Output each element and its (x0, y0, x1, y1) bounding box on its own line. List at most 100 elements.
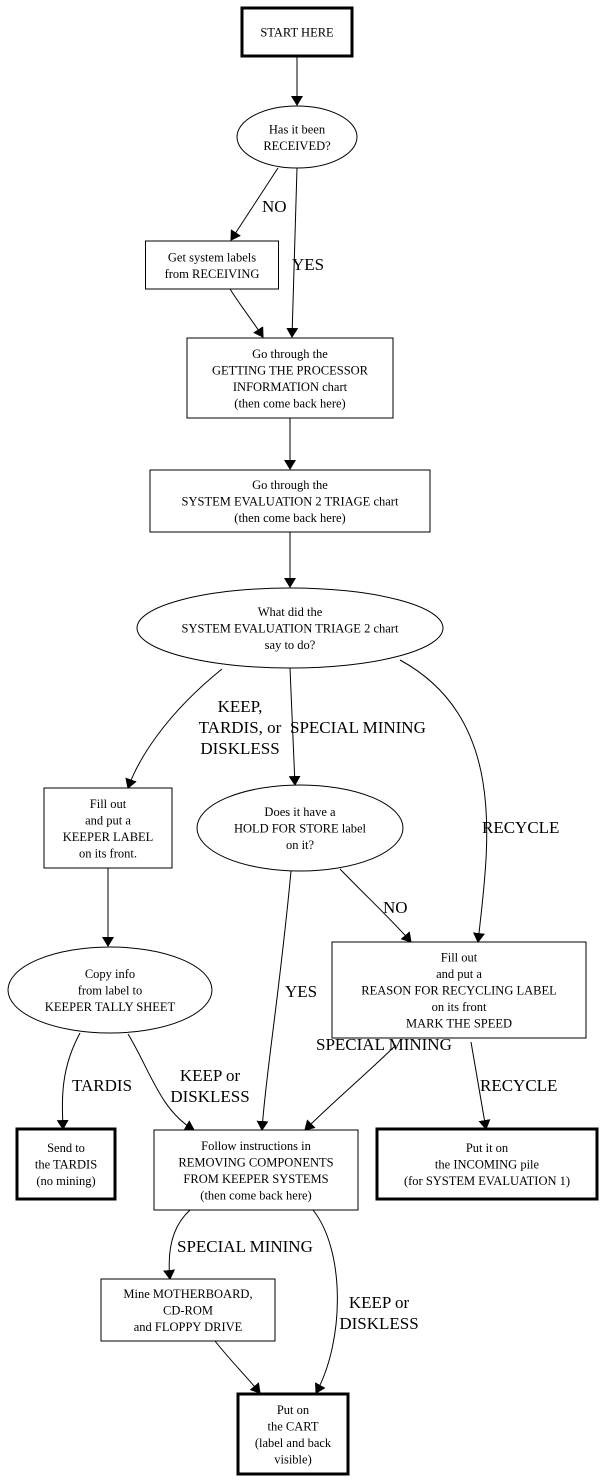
node-text-line: (no mining) (36, 1174, 95, 1188)
edge-arrow (214, 1340, 261, 1394)
edge-arrow (125, 668, 223, 789)
edge-label: SPECIAL MINING (316, 1035, 452, 1054)
process-box (100, 1278, 276, 1342)
edge-mine-to-cart (214, 1340, 261, 1394)
node-text-line: HOLD FOR STORE label (234, 822, 367, 836)
edge-label-line: KEEP or (349, 1293, 410, 1312)
edge-label: TARDIS (72, 1076, 132, 1095)
edge-label: RECYCLE (480, 1076, 557, 1095)
edge-label: SPECIAL MINING (290, 718, 426, 737)
node-text-line: START HERE (260, 26, 334, 40)
edge-removing-to-mine (163, 1209, 191, 1280)
node-text-line: Put it on (466, 1141, 509, 1155)
edge-label-line: SPECIAL MINING (316, 1035, 452, 1054)
edge-label-line: TARDIS (72, 1076, 132, 1095)
node-text-line: on its front (432, 1000, 487, 1014)
edge-recycling-label-to-removing (304, 1044, 397, 1131)
node-text-line: KEEPER LABEL (63, 830, 154, 844)
edge-arrow (312, 1209, 338, 1394)
node-text-line: Get system labels (168, 250, 256, 264)
node-text-line: SYSTEM EVALUATION 2 TRIAGE chart (182, 495, 399, 509)
edge-arrow (127, 1033, 195, 1131)
node-text-line: CD-ROM (163, 1304, 213, 1318)
node-text-line: (then come back here) (234, 396, 345, 410)
node-text-line: Fill out (441, 951, 478, 965)
node-text-line: (then come back here) (234, 511, 345, 525)
decision-ellipse (136, 587, 444, 669)
edge-label-line: DISKLESS (170, 1087, 249, 1106)
node-text-line: Follow instructions in (201, 1139, 311, 1153)
edge-get-labels-to-processor (229, 288, 264, 338)
edge-label-line: RECYCLE (480, 1076, 557, 1095)
node-text-line: MARK THE SPEED (406, 1017, 512, 1031)
node-text-line: REASON FOR RECYCLING LABEL (361, 984, 557, 998)
node-text-line: Go through the (252, 478, 328, 492)
edge-label-line: SPECIAL MINING (177, 1237, 313, 1256)
edge-arrow (304, 1044, 397, 1131)
edge-arrow (56, 1032, 81, 1130)
node-text-line: and FLOPPY DRIVE (134, 1320, 243, 1334)
node-text-line: GETTING THE PROCESSOR (212, 363, 369, 377)
node-text-line: on its front. (79, 846, 137, 860)
edge-label-line: YES (285, 982, 317, 1001)
edge-label-line: KEEP, (218, 697, 263, 716)
edge-label: KEEP, TARDIS, or DISKLESS (199, 697, 282, 758)
edge-label: NO (262, 197, 287, 216)
node-keeper-label: Fill out and put a KEEPER LABEL on its fron… (43, 787, 173, 869)
edge-label-line: DISKLESS (200, 739, 279, 758)
node-text-line: FROM KEEPER SYSTEMS (183, 1172, 328, 1186)
node-text-line: and put a (85, 813, 131, 827)
edge-recycling-label-to-incoming (470, 1041, 491, 1130)
node-text-line: REMOVING COMPONENTS (178, 1155, 333, 1169)
node-text-line: the CART (268, 1419, 319, 1433)
edge-arrow (339, 868, 412, 943)
edge-arrow (288, 667, 301, 786)
node-text-line: the TARDIS (35, 1158, 97, 1172)
node-recycling-label: Fill out and put a REASON FOR RECYCLING LA… (331, 941, 587, 1039)
node-text-line: Fill out (90, 797, 127, 811)
node-text: START HERE (260, 26, 334, 40)
decision-ellipse (7, 946, 213, 1034)
node-text-line: Copy info (85, 967, 135, 981)
node-text: Fill out and put a KEEPER LABEL on its fron… (63, 797, 154, 861)
node-text-line: (then come back here) (200, 1188, 311, 1202)
node-text-line: and put a (436, 967, 482, 981)
node-text-line: the INCOMING pile (435, 1158, 540, 1172)
edge-tally-to-tardis (56, 1032, 81, 1130)
edge-arrow (470, 1041, 491, 1130)
node-text-line: from label to (78, 984, 143, 998)
terminal-box (15, 1127, 117, 1201)
edge-received-to-processor (286, 167, 299, 338)
node-text-line: INFORMATION chart (233, 380, 348, 394)
node-text-line: What did the (258, 605, 323, 619)
edge-label-line: NO (262, 197, 287, 216)
edge-label: SPECIAL MINING (177, 1237, 313, 1256)
edge-label-line: DISKLESS (339, 1314, 418, 1333)
edge-hold-store-to-recycling-label (339, 868, 412, 943)
edge-arrow (399, 659, 488, 943)
terminal-box (240, 6, 354, 58)
edge-label-line: YES (292, 255, 324, 274)
edge-triage-decision-to-hold-store (288, 667, 301, 786)
node-text-line: (label and back (255, 1436, 332, 1450)
node-text-line: SYSTEM EVALUATION TRIAGE 2 chart (182, 622, 399, 636)
edge-received-to-get-labels (230, 167, 279, 241)
edge-tally-to-removing (127, 1033, 195, 1131)
node-text-line: visible) (274, 1452, 312, 1466)
edge-label-line: TARDIS, or (199, 718, 282, 737)
